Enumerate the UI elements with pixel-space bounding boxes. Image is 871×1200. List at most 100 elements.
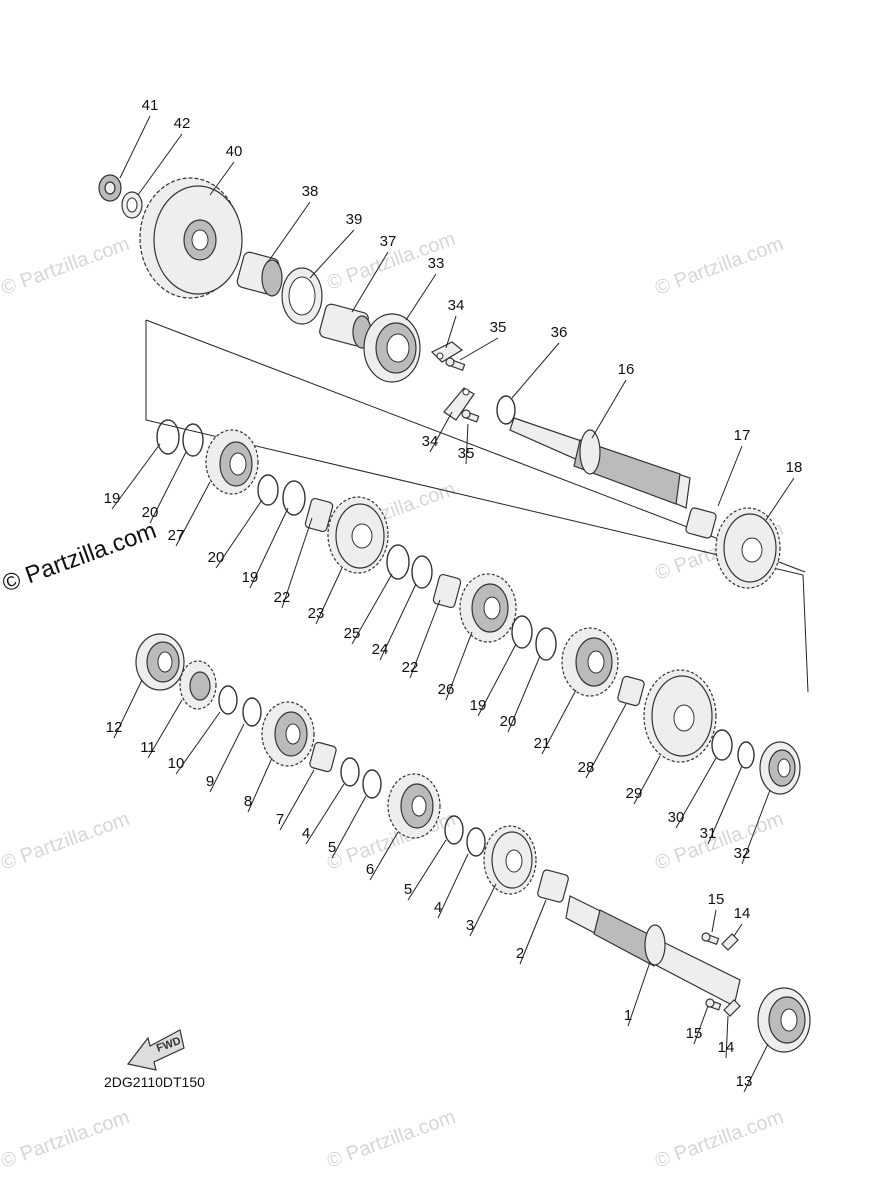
leader-line-4	[437, 853, 469, 919]
leader-line-8	[247, 757, 273, 813]
assembly-frame	[145, 320, 809, 693]
leader-line-5	[331, 795, 367, 859]
callout-14: 14	[718, 1039, 735, 1056]
callout-14: 14	[734, 905, 751, 922]
leader-line-18	[765, 477, 795, 521]
callout-42: 42	[174, 115, 191, 132]
callout-21: 21	[534, 735, 551, 752]
part-2-bushing	[537, 869, 569, 903]
leader-line-20	[149, 451, 187, 524]
leader-line-9	[209, 723, 245, 793]
leader-line-23	[315, 567, 343, 625]
watermark-5: © Partzilla.com	[0, 808, 132, 875]
part-13-bearing	[757, 987, 811, 1053]
callout-4: 4	[434, 899, 442, 916]
part-29-gear	[643, 669, 717, 763]
callout-25: 25	[344, 625, 361, 642]
callout-35: 35	[458, 445, 475, 462]
leader-line-15	[711, 909, 717, 933]
part-11-gear	[179, 660, 217, 710]
leader-line-22	[281, 517, 313, 609]
leader-line-19	[249, 507, 289, 589]
leader-line-31	[707, 765, 743, 845]
callout-31: 31	[700, 825, 717, 842]
leader-line-15	[693, 1005, 709, 1045]
part-27-gear	[205, 429, 259, 495]
part-15-bolt-lower	[705, 998, 722, 1011]
part-12-bearing	[135, 633, 185, 691]
part-25-washer	[386, 544, 410, 580]
watermark-large: © Partzilla.com	[0, 517, 160, 598]
leader-line-26	[445, 631, 473, 701]
callout-1: 1	[624, 1007, 632, 1024]
leader-line-35	[465, 423, 469, 465]
part-31-circlip	[737, 741, 755, 769]
callout-8: 8	[244, 793, 252, 810]
part-8-gear	[261, 701, 315, 767]
callout-34: 34	[448, 297, 465, 314]
leader-line-11	[147, 699, 183, 759]
part-28-bushing	[617, 675, 645, 707]
leader-line-2	[519, 899, 547, 965]
part-39-oil-seal	[281, 267, 323, 325]
part-19-circlip-c	[511, 615, 533, 649]
part-14-lockwasher-lower	[723, 999, 741, 1017]
leader-line-17	[717, 445, 743, 507]
leader-line-5	[407, 839, 447, 901]
callout-37: 37	[380, 233, 397, 250]
leader-line-6	[369, 831, 399, 881]
callout-24: 24	[372, 641, 389, 658]
leader-line-29	[633, 755, 661, 805]
leader-line-27	[175, 481, 211, 547]
leader-line-3	[469, 883, 497, 937]
leader-line-30	[675, 757, 717, 829]
leader-line-1	[627, 961, 651, 1027]
part-20-washer-a	[182, 423, 204, 457]
callout-22: 22	[402, 659, 419, 676]
callout-9: 9	[206, 773, 214, 790]
callout-30: 30	[668, 809, 685, 826]
callout-22: 22	[274, 589, 291, 606]
diagram-code: 2DG2110DT150	[104, 1074, 205, 1090]
leader-line-20	[507, 655, 541, 733]
fwd-arrow-icon: FWD	[126, 1029, 185, 1071]
part-19-circlip-b	[282, 480, 306, 516]
leader-line-25	[351, 573, 393, 645]
leader-line-42	[137, 133, 183, 196]
part-32-bearing	[759, 741, 801, 795]
part-7-bushing	[309, 741, 337, 773]
watermark-10: © Partzilla.com	[652, 1106, 786, 1173]
leader-line-22	[409, 599, 441, 679]
part-30-washer	[711, 729, 733, 761]
part-9-circlip	[242, 697, 262, 727]
callout-20: 20	[208, 549, 225, 566]
part-34-retainer-upper	[430, 341, 464, 363]
part-42-washer	[121, 191, 143, 219]
part-21-gear	[561, 627, 619, 697]
callout-15: 15	[708, 891, 725, 908]
part-6-gear	[387, 773, 441, 839]
callout-33: 33	[428, 255, 445, 272]
leader-line-10	[175, 711, 221, 775]
callout-26: 26	[438, 681, 455, 698]
leader-line-34	[429, 411, 453, 453]
part-14-lockwasher-upper	[721, 933, 739, 951]
callout-19: 19	[242, 569, 259, 586]
callout-2: 2	[516, 945, 524, 962]
callout-20: 20	[142, 504, 159, 521]
part-40-sprocket	[139, 177, 243, 299]
callout-34: 34	[422, 433, 439, 450]
part-15-bolt-upper	[701, 932, 720, 945]
callout-5: 5	[404, 881, 412, 898]
watermark-2: © Partzilla.com	[652, 233, 786, 300]
part-24-circlip	[411, 555, 433, 589]
part-5-circlip-a	[362, 769, 382, 799]
part-37-collar	[319, 303, 372, 349]
callout-20: 20	[500, 713, 517, 730]
part-35-bolt-lower	[461, 409, 480, 423]
part-22-bushing-b	[432, 573, 462, 609]
part-4-washer-a	[340, 757, 360, 787]
part-4-washer-b	[466, 827, 486, 857]
callout-15: 15	[686, 1025, 703, 1042]
